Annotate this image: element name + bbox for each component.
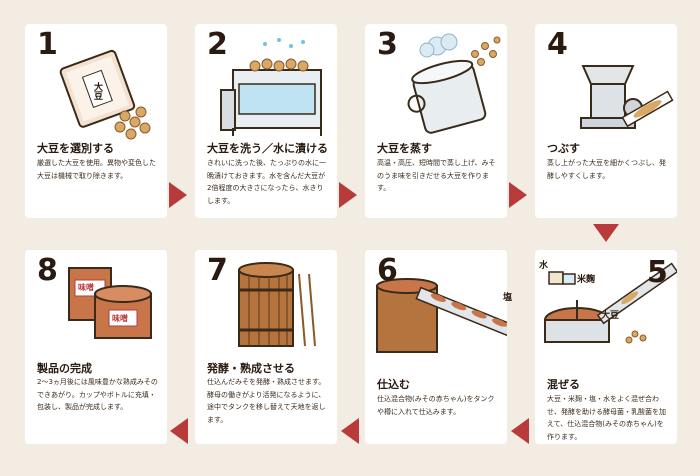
water-label: 水 [539, 261, 549, 271]
step-card-1: 大豆 1 大豆を選別する 厳選した大豆を使用。異物や変色した大豆は機械で取り除き… [25, 24, 167, 218]
washing-machine-illustration [220, 38, 322, 136]
miso-packages-illustration [68, 267, 152, 339]
salt-label: 塩 [503, 293, 513, 303]
koji-label: 米麹 [577, 275, 596, 285]
arrow-right-icon [339, 182, 357, 208]
step-number: 2 [207, 27, 228, 62]
soybean-bag-illustration [59, 49, 151, 140]
step-card-5: 水 米麹 塩 大豆 5 混ぜる 大豆・米麹・塩・水をよく混ぜ合わせ、発酵を助ける… [503, 250, 677, 444]
step-number: 3 [377, 27, 398, 62]
step-card-3: 3 大豆を蒸す 高温・高圧、短時間で蒸し上げ、みそのうま味を引きだせる大豆を作り… [365, 24, 507, 218]
step-number: 8 [37, 253, 58, 288]
arrow-left-icon [170, 418, 188, 444]
package-label: 味噌 [78, 283, 94, 292]
arrow-right-icon [509, 182, 527, 208]
step-card-6: 6 仕込む 仕込混合物(みその赤ちゃん)をタンクや樽に入れて仕込みます。 [365, 250, 507, 444]
steamer-illustration [407, 33, 501, 134]
step-title: 混ぜる [547, 378, 580, 391]
package-label: 味噌 [112, 314, 128, 323]
step-description: 高温・高圧、短時間で蒸し上げ、みそのうま味を引きだせる大豆を作ります。 [377, 159, 496, 192]
step-description: 蒸し上がった大豆を細かくつぶし、発酵しやすくします。 [547, 159, 666, 180]
step-description: 大豆・米麹・塩・水をよく混ぜ合わせ、発酵を助ける酵母菌・乳酸菌を加えて、仕込混合… [547, 395, 666, 441]
step-number: 6 [377, 253, 398, 288]
step-description: 仕込んだみそを発酵・熟成させます。酵母の働きがより活発になるように、途中でタンク… [207, 378, 326, 424]
step-title: 仕込む [377, 378, 410, 391]
bag-label: 大豆 [92, 82, 102, 100]
step-title: つぶす [547, 142, 580, 155]
soy-label: 大豆 [601, 311, 620, 321]
step-description: 2〜3ヵ月後には風味豊かな熟成みそのできあがり。カップやボトルに充填・包装し、製… [37, 378, 158, 411]
arrow-left-icon [341, 418, 359, 444]
step-card-7: 7 発酵・熟成させる 仕込んだみそを発酵・熟成させます。酵母の働きがより活発にな… [195, 250, 337, 444]
arrow-right-icon [169, 182, 187, 208]
step-title: 発酵・熟成させる [207, 362, 295, 375]
step-title: 大豆を選別する [37, 142, 114, 155]
arrow-down-icon [593, 224, 619, 242]
tank-conveyor-illustration [376, 278, 507, 353]
step-description: 仕込混合物(みその赤ちゃん)をタンクや樽に入れて仕込みます。 [377, 395, 495, 416]
mixer-illustration [544, 262, 677, 344]
step-number: 7 [207, 253, 228, 288]
barrel-illustration [238, 262, 316, 347]
step-card-2: 2 大豆を洗う／水に漬ける きれいに洗った後、たっぷりの水に一晩漬けておきます。… [195, 24, 337, 218]
step-number: 5 [647, 255, 668, 290]
step-number: 4 [547, 27, 568, 62]
step-number: 1 [37, 27, 58, 62]
step-title: 大豆を洗う／水に漬ける [207, 142, 328, 155]
step-title: 大豆を蒸す [377, 142, 432, 155]
step-description: きれいに洗った後、たっぷりの水に一晩漬けておきます。水を含んだ大豆が2倍程度の大… [207, 159, 326, 205]
step-card-8: 味噌 味噌 8 製品の完成 2〜3ヵ月後には風味豊かな熟成みそのできあがり。カッ… [25, 250, 167, 444]
step-title: 製品の完成 [37, 362, 92, 375]
arrow-left-icon [511, 418, 529, 444]
step-card-4: 4 つぶす 蒸し上がった大豆を細かくつぶし、発酵しやすくします。 [535, 24, 677, 218]
step-description: 厳選した大豆を使用。異物や変色した大豆は機械で取り除きます。 [37, 159, 156, 180]
grinder-illustration [580, 65, 674, 129]
